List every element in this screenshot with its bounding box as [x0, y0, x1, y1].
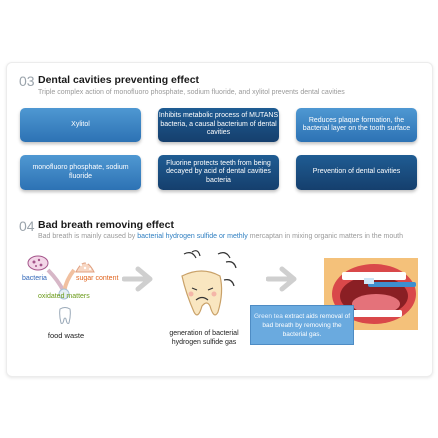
box-label: Reduces plaque formation, the bacterial …	[302, 116, 411, 133]
box-prevention: Prevention of dental cavities	[296, 155, 417, 190]
label-bacteria: bacteria	[22, 275, 47, 282]
section-3-number: 03	[19, 73, 35, 89]
label-generation-gas: generation of bacterial hydrogen sulfide…	[169, 330, 239, 346]
label-food-waste: food waste	[47, 331, 85, 340]
box-fluorine-protects: Fluorine protects teeth from being decay…	[158, 155, 279, 190]
bacteria-icon	[27, 255, 49, 271]
green-tea-note: Green tea extract aids removal of bad br…	[250, 305, 354, 345]
box-label: Fluorine protects teeth from being decay…	[166, 159, 271, 184]
section-3-subtitle: Triple complex action of monofluoro phos…	[38, 89, 345, 96]
box-label: Inhibits metabolic process of MUTANS bac…	[158, 112, 279, 137]
box-label: monofluoro phosphate, sodium fluoride	[32, 164, 129, 180]
connector-icon	[46, 268, 76, 300]
arrow-right-icon	[266, 266, 297, 292]
label-sugar-content: sugar content	[76, 275, 119, 282]
box-xylitol: Xylitol	[20, 108, 141, 142]
box-reduces-plaque: Reduces plaque formation, the bacterial …	[296, 108, 417, 142]
subtitle-text: Bad breath is mainly caused by	[38, 233, 138, 240]
sad-tooth-icon	[181, 250, 237, 316]
tooth-icon	[59, 307, 71, 324]
sugar-icon	[75, 261, 95, 273]
green-tea-label: Green tea	[253, 312, 283, 320]
section-4-title: Bad breath removing effect	[38, 219, 174, 231]
section-4-number: 04	[19, 218, 35, 234]
arrow-right-icon	[122, 266, 153, 292]
subtitle-highlight: bacterial hydrogen sulfide or methly	[137, 233, 248, 240]
box-monofluoro: monofluoro phosphate, sodium fluoride	[20, 155, 141, 190]
box-label: Xylitol	[71, 120, 90, 128]
green-tea-text: Green tea extract aids removal of bad br…	[251, 312, 353, 339]
green-tea-rest: extract aids removal of bad breath by re…	[262, 312, 351, 338]
subtitle-text-end: mercaptan in mixing organic matters in t…	[247, 233, 403, 240]
section-3-title: Dental cavities preventing effect	[38, 74, 200, 86]
section-4-subtitle: Bad breath is mainly caused by bacterial…	[38, 232, 413, 242]
label-oxidated-matters: oxidated matters	[38, 293, 90, 300]
box-label: Prevention of dental cavities	[312, 168, 401, 176]
box-inhibits-mutans: Inhibits metabolic process of MUTANS bac…	[158, 108, 279, 142]
